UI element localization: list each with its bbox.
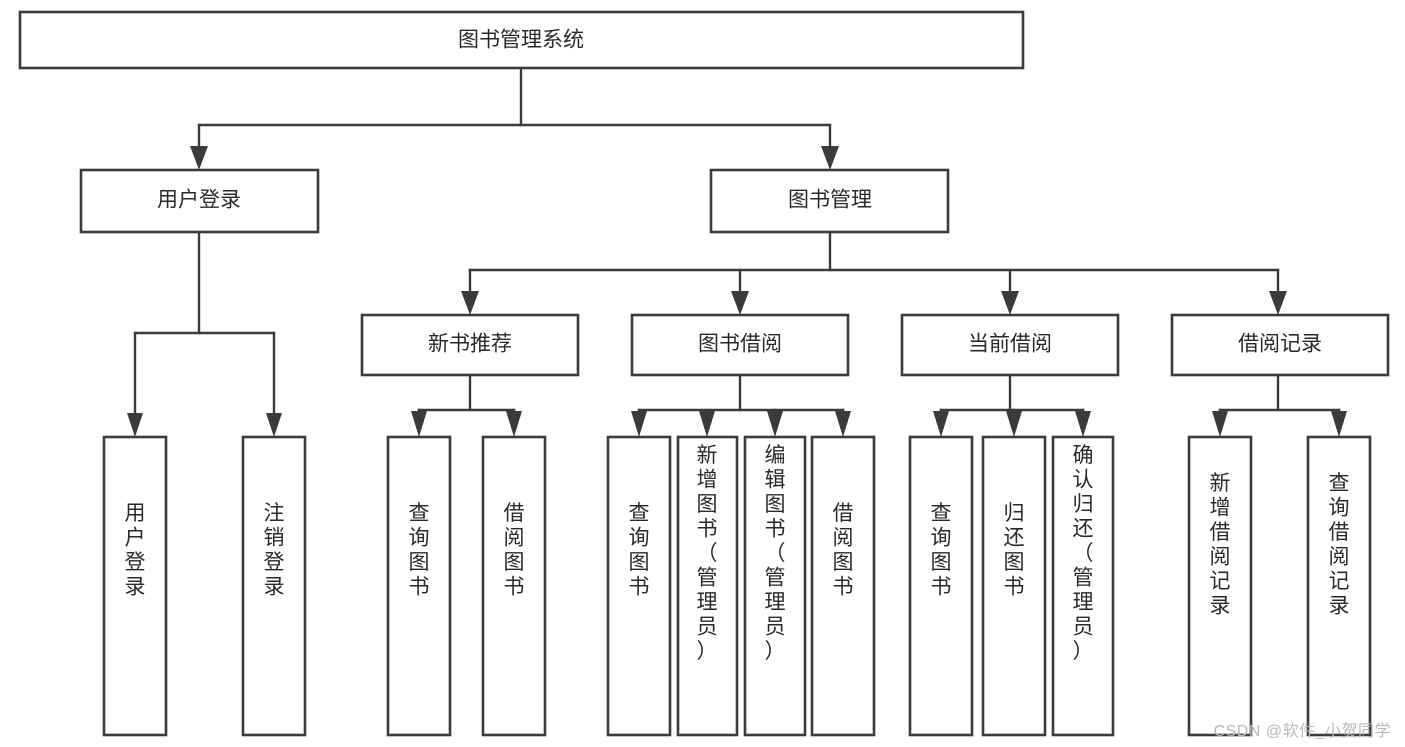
- leaf-borrow-book-1-box: [481, 435, 547, 737]
- arrow-head-leaf-user-login: [127, 413, 143, 437]
- leaf-node-confirm-return[interactable]: 确认归还（管理员）: [1051, 435, 1115, 737]
- leaf-borrow-book-2-label: 借阅图书: [833, 502, 854, 599]
- leaf-node-query-book-2[interactable]: 查询图书: [606, 435, 672, 737]
- node-root-box: [18, 10, 1025, 70]
- leaf-borrow-book-1-label: 借阅图书: [504, 502, 525, 599]
- leaf-user-login-box: [102, 435, 168, 737]
- arrow-head-leaf-return-book: [1006, 411, 1022, 437]
- node-borrow-record-label: 借阅记录: [1238, 333, 1322, 356]
- node-new-book-recommend-label: 新书推荐: [428, 333, 512, 356]
- leaf-query-book-2-label: 查询图书: [629, 502, 650, 599]
- leaf-add-book-box: [676, 435, 739, 737]
- node-user-login[interactable]: 用户登录: [79, 168, 320, 234]
- arrow-head-user-login: [190, 146, 208, 170]
- node-borrow-record[interactable]: 借阅记录: [1170, 313, 1390, 377]
- arrow-head-leaf-edit-book: [767, 411, 783, 437]
- leaf-return-book-label: 归还图书: [1004, 502, 1025, 599]
- leaf-query-record-label: 查询借阅记录: [1329, 472, 1350, 618]
- leaf-query-book-2-box: [606, 435, 672, 737]
- leaf-user-login-label: 用户登录: [125, 502, 146, 599]
- arrow-head-leaf-borrow-book-2: [835, 411, 851, 437]
- leaf-node-query-book-1[interactable]: 查询图书: [386, 435, 452, 737]
- arrow-head-leaf-query-book-1: [411, 411, 427, 437]
- node-current-borrow-label: 当前借阅: [968, 333, 1052, 356]
- node-borrow-record-box: [1170, 313, 1390, 377]
- arrow-head-leaf-query-book-2: [631, 411, 647, 437]
- leaf-query-book-3-label: 查询图书: [931, 502, 952, 599]
- arrow-head-leaf-logout: [266, 413, 282, 437]
- leaf-node-add-book[interactable]: 新增图书（管理员）: [676, 435, 739, 737]
- leaf-query-book-1-box: [386, 435, 452, 737]
- arrow-head-leaf-confirm-return: [1075, 411, 1091, 437]
- leaf-logout-box: [241, 435, 307, 737]
- arrow-head-leaf-add-book: [699, 411, 715, 437]
- arrow-head-leaf-query-book-3: [933, 411, 949, 437]
- node-book-management[interactable]: 图书管理: [709, 168, 950, 234]
- leaf-query-record-box: [1306, 435, 1372, 737]
- leaf-logout-label: 注销登录: [264, 502, 285, 599]
- arrow-head-leaf-query-record: [1331, 411, 1347, 437]
- arrow-head-leaf-add-record: [1212, 411, 1228, 437]
- leaf-query-book-3-box: [908, 435, 974, 737]
- leaf-node-query-book-3[interactable]: 查询图书: [908, 435, 974, 737]
- node-root-label: 图书管理系统: [458, 29, 584, 52]
- node-current-borrow-box: [900, 313, 1120, 377]
- leaf-nodes-layer: 用户登录 注销登录 查询图书 借阅图书 查询图书 新增图书（管理员）: [102, 435, 1372, 737]
- leaf-add-record-box: [1187, 435, 1253, 737]
- leaf-node-borrow-book-1[interactable]: 借阅图书: [481, 435, 547, 737]
- node-book-borrow[interactable]: 图书借阅: [630, 313, 850, 377]
- node-new-book-recommend-box: [360, 313, 580, 377]
- arrow-head-book-manage: [821, 146, 839, 170]
- leaf-node-add-record[interactable]: 新增借阅记录: [1187, 435, 1253, 737]
- leaf-edit-book-label: 编辑图书（管理员）: [765, 444, 786, 663]
- node-book-borrow-label: 图书借阅: [698, 333, 782, 356]
- node-root-system[interactable]: 图书管理系统: [18, 10, 1025, 70]
- node-user-login-label: 用户登录: [157, 189, 241, 212]
- arrow-head-leaf-borrow-book-1: [506, 411, 522, 437]
- leaf-add-book-label: 新增图书（管理员）: [697, 444, 718, 663]
- node-book-borrow-box: [630, 313, 850, 377]
- leaf-node-edit-book[interactable]: 编辑图书（管理员）: [743, 435, 807, 737]
- node-book-management-label: 图书管理: [788, 189, 872, 212]
- node-new-book-recommend[interactable]: 新书推荐: [360, 313, 580, 377]
- arrow-head-newbook: [461, 291, 479, 315]
- leaf-confirm-return-box: [1051, 435, 1115, 737]
- leaf-node-logout[interactable]: 注销登录: [241, 435, 307, 737]
- arrow-head-borrow: [731, 291, 749, 315]
- leaf-query-book-1-label: 查询图书: [409, 502, 430, 599]
- leaf-return-book-box: [981, 435, 1047, 737]
- connector-layer: [127, 66, 1347, 437]
- leaf-confirm-return-label: 确认归还（管理员）: [1073, 444, 1094, 663]
- arrow-head-record: [1269, 291, 1287, 315]
- leaf-node-user-login[interactable]: 用户登录: [102, 435, 168, 737]
- leaf-node-borrow-book-2[interactable]: 借阅图书: [810, 435, 876, 737]
- leaf-add-record-label: 新增借阅记录: [1210, 472, 1231, 618]
- leaf-node-return-book[interactable]: 归还图书: [981, 435, 1047, 737]
- node-current-borrow[interactable]: 当前借阅: [900, 313, 1120, 377]
- node-user-login-box: [79, 168, 320, 234]
- leaf-node-query-record[interactable]: 查询借阅记录: [1306, 435, 1372, 737]
- arrow-head-current: [1001, 291, 1019, 315]
- leaf-borrow-book-2-box: [810, 435, 876, 737]
- node-book-management-box: [709, 168, 950, 234]
- leaf-edit-book-box: [743, 435, 807, 737]
